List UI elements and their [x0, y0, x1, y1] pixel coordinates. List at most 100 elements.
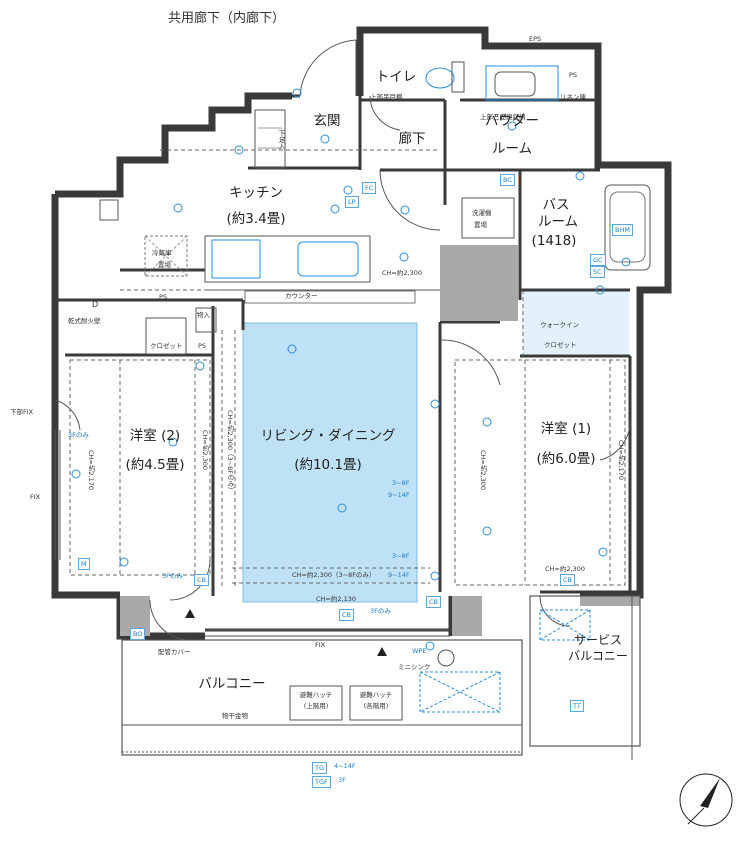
walkin-label-2: クロゼット — [544, 341, 577, 349]
dryer-text: 乾式耐火壁 — [68, 317, 101, 325]
ceiling-lines — [69, 149, 626, 588]
ch-ld-1: CH=約2,300（3~8Fのみ） — [292, 571, 376, 579]
fix-left-label: FIX — [30, 493, 41, 501]
room-genkan: 玄関 — [313, 113, 341, 129]
wpe-label: WPE — [412, 647, 427, 655]
ch-kitchen: CH=約2,300 — [382, 269, 422, 277]
only-3f-c: 3Fのみ — [370, 607, 391, 615]
pipe-cover-label: 配管カバー — [158, 648, 191, 656]
north-arrow-icon — [679, 773, 733, 827]
room-living-1: リビング・ダイニング — [260, 428, 396, 444]
room-bath-3: (1418) — [531, 233, 577, 249]
ps-top-label: PS — [569, 71, 578, 79]
fridge-label-2: 置場 — [158, 261, 171, 269]
hatch-down — [349, 685, 403, 721]
bathtub-icon — [604, 184, 651, 271]
floors-a: 3~8F — [392, 479, 410, 487]
column-right — [580, 596, 640, 606]
hatch-down-label-2: (各階用) — [363, 702, 389, 710]
ch-w2b: CH=約2,300 — [201, 430, 209, 470]
shoe-box — [254, 109, 286, 169]
room-rouka: 廊下 — [398, 131, 426, 147]
walkin-label-1: ウォークイン — [540, 321, 579, 329]
bc-badge: BC — [500, 174, 515, 186]
column-center — [440, 245, 518, 321]
hatch-up — [289, 685, 343, 721]
storage-top-label: 上部吊戸棚 — [370, 93, 403, 101]
ch-w2c: CH=約2,300（3~8Fのみ） — [226, 410, 234, 494]
legend-tgf-code: TGF — [312, 776, 331, 788]
hatch-up-label-2: (上階用) — [303, 702, 329, 710]
room-western2-2: (約4.5畳) — [125, 457, 185, 473]
floors-d: 9~14F — [388, 571, 410, 579]
room-kitchen-2: (約3.4畳) — [226, 211, 286, 227]
sink-icon — [297, 241, 359, 277]
room-powder-2: ルーム — [491, 141, 533, 157]
only-3f-b: 3Fのみ — [162, 572, 183, 580]
fix-mid-label: FIX — [315, 641, 326, 649]
bhm-badge: BHM — [612, 224, 633, 236]
ch-ld-2: CH=約2,130 — [316, 595, 356, 603]
tt-badge: TT — [570, 700, 584, 712]
balcony-outline — [121, 595, 641, 760]
ps-mid-label: PS — [159, 293, 168, 301]
floors-b: 9~14F — [388, 491, 410, 499]
ps-left-label: PS — [198, 342, 207, 350]
stove-icon — [211, 239, 261, 279]
fridge-label-1: 冷蔵庫 — [152, 249, 172, 257]
gc-badge: GC — [590, 254, 606, 266]
room-western1-1: 洋室 (1) — [540, 421, 592, 437]
room-bath-2: ルーム — [537, 214, 579, 230]
room-service-balcony-1: サービス — [573, 633, 623, 647]
bo-badge: BO — [130, 628, 146, 640]
fridge-icon — [144, 235, 188, 277]
eps-label: EPS — [529, 35, 542, 43]
light-fixtures — [71, 88, 631, 651]
kitchen-counter — [204, 235, 371, 283]
corridor-label: 共用廊下（内廊下） — [168, 11, 286, 26]
counter-label: カウンター — [285, 292, 318, 300]
dryer-label: D — [92, 300, 99, 309]
walkin-fill — [523, 290, 629, 354]
cb-badge-3: CB — [560, 574, 575, 586]
hatch-up-label-1: 避難ハッチ — [299, 691, 333, 699]
mini-sink-label: ミニシンク — [398, 663, 431, 671]
storage-mid-label: 上部三面鏡収納 — [480, 113, 526, 121]
inner-walls — [55, 94, 640, 632]
ch-w1: CH=約2,170 — [617, 440, 625, 480]
toilet-icon — [425, 67, 455, 89]
fix-left-top-label: 下部FIX — [10, 408, 34, 416]
ch-w1b: CH=約2,300 — [479, 450, 487, 490]
cb-badge-1: CB — [194, 574, 209, 586]
vanity-icon — [485, 65, 559, 101]
room-kitchen-1: キッチン — [229, 185, 283, 201]
storage-small-label: 物入 — [197, 311, 210, 319]
ch-w2: CH=約2,170 — [87, 450, 95, 490]
sc-badge: SC — [590, 266, 605, 278]
room-powder-1: パウダー — [485, 113, 539, 129]
washer-icon — [461, 197, 515, 239]
only-3f-a: 3Fのみ — [68, 431, 89, 439]
shoe-box-label: 下足入 — [277, 130, 285, 150]
ch-w1c: CH=約2,300 — [545, 565, 585, 573]
legend-tg-code: TG — [312, 762, 328, 774]
direction-triangle — [185, 609, 195, 618]
window-lines — [54, 430, 450, 637]
closet-left-label: クロゼット — [150, 342, 183, 350]
living-fill — [242, 322, 418, 603]
floors-c: 3~8F — [392, 552, 410, 560]
lp-badge: LP — [345, 196, 359, 208]
room-living-2: (約10.1畳) — [294, 457, 362, 473]
room-balcony: バルコニー — [198, 676, 266, 692]
m-badge: M — [78, 558, 90, 570]
cb-badge-4: CB — [426, 596, 441, 608]
column-bottom-right — [452, 596, 482, 636]
cb-badge-2: CB — [339, 609, 354, 621]
room-western1-2: (約6.0畳) — [536, 451, 596, 467]
linen-label: リネン庫 — [560, 93, 586, 101]
doors — [54, 39, 631, 641]
room-western2-1: 洋室 (2) — [129, 428, 181, 444]
washing-label-2: 置場 — [474, 221, 487, 229]
hatch-down-label-1: 避難ハッチ — [359, 691, 393, 699]
